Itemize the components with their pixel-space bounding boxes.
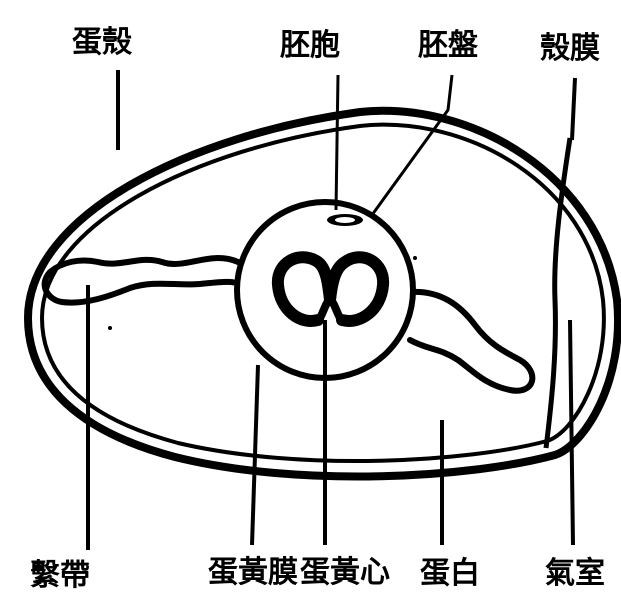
label-vitelline-membrane: 蛋黃膜 bbox=[208, 555, 298, 590]
leader-germinal-disc bbox=[372, 75, 452, 215]
label-germinal-disc: 胚盤 bbox=[418, 28, 478, 63]
label-chalaza: 繫帶 bbox=[30, 558, 90, 593]
label-blastoderm: 胚胞 bbox=[280, 28, 340, 63]
chalaza-right bbox=[410, 292, 532, 391]
chalaza-left bbox=[45, 258, 240, 303]
label-air-cell: 氣室 bbox=[545, 556, 605, 591]
label-eggshell: 蛋殼 bbox=[72, 25, 133, 60]
albumen-dot bbox=[108, 326, 112, 330]
label-yolk-center: 蛋黃心 bbox=[300, 555, 390, 590]
label-albumen: 蛋白 bbox=[420, 556, 480, 591]
albumen-dot bbox=[413, 256, 417, 260]
leader-shell-membrane bbox=[572, 78, 575, 140]
leader-blastoderm bbox=[336, 75, 338, 210]
leader-air-cell bbox=[570, 320, 573, 545]
label-shell-membrane: 殼膜 bbox=[540, 31, 600, 66]
germinal-disc-highlight bbox=[335, 217, 355, 223]
